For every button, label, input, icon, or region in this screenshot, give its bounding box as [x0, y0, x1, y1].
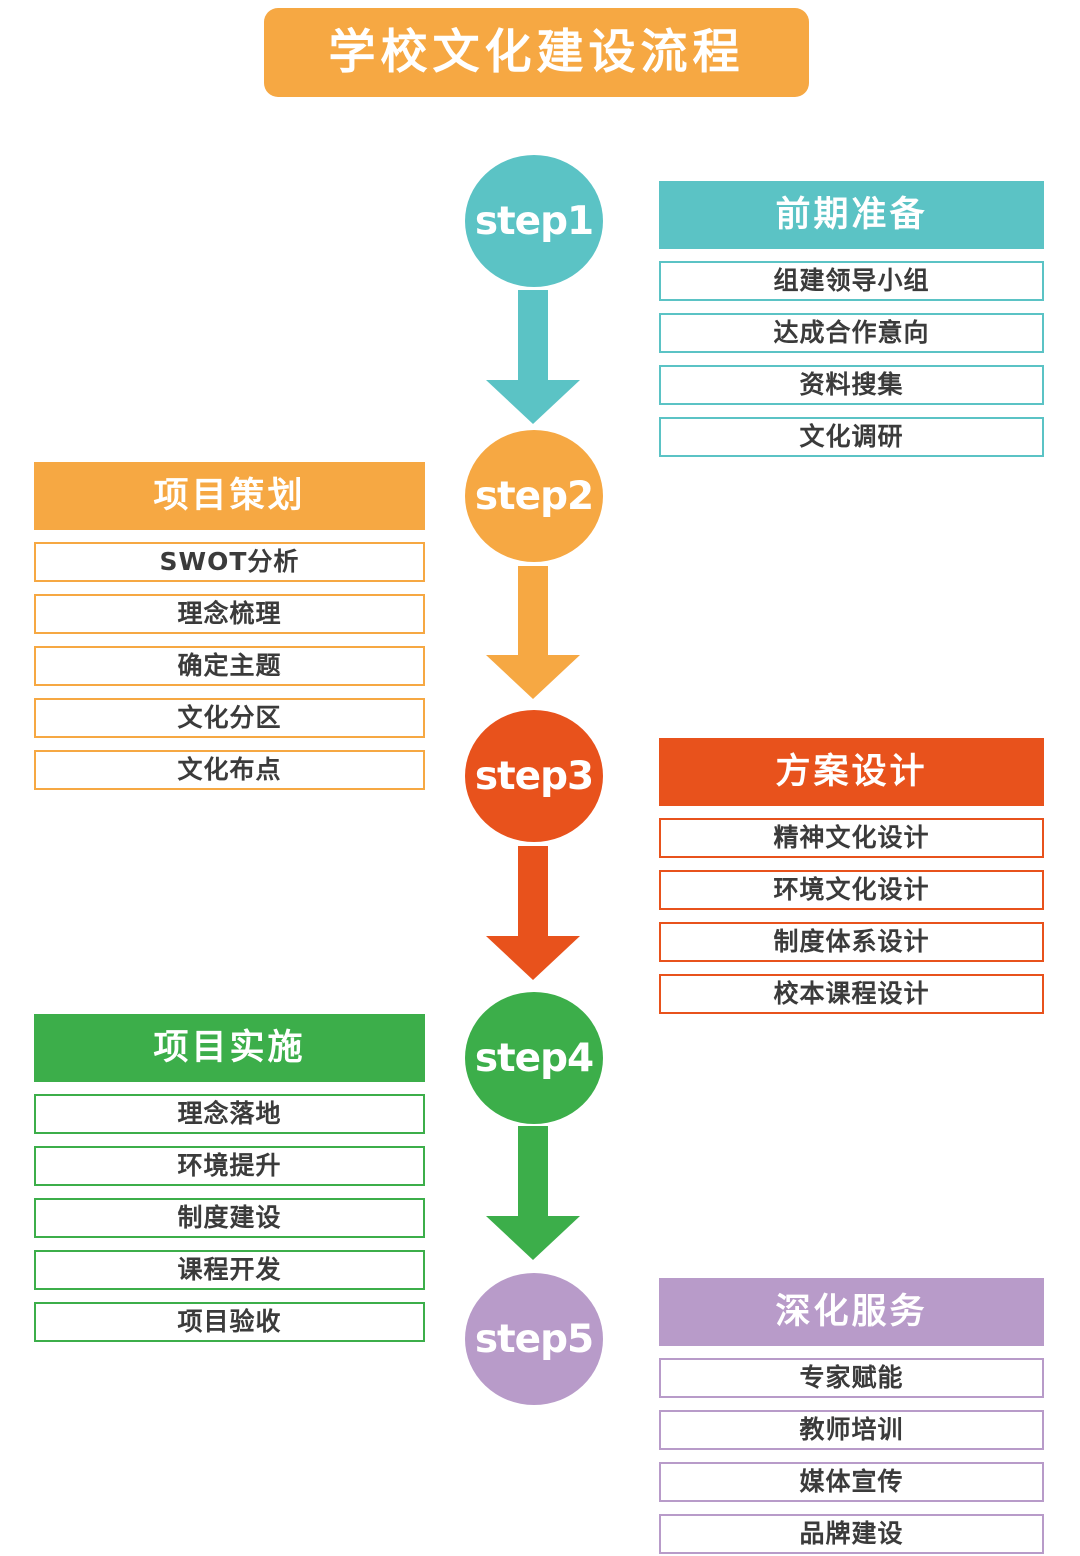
step4-circle: step4 [465, 992, 603, 1124]
step3-circle: step3 [465, 710, 603, 842]
panel-deepening-service: 深化服务 专家赋能 教师培训 媒体宣传 品牌建设 [659, 1278, 1044, 1554]
panel-item: 制度建设 [34, 1198, 425, 1238]
panel-item: 环境文化设计 [659, 870, 1044, 910]
step2-circle: step2 [465, 430, 603, 562]
step1-circle: step1 [465, 155, 603, 287]
panel-preparation: 前期准备 组建领导小组 达成合作意向 资料搜集 文化调研 [659, 181, 1044, 457]
panel-item: 文化调研 [659, 417, 1044, 457]
panel-item: 媒体宣传 [659, 1462, 1044, 1502]
panel-item: 精神文化设计 [659, 818, 1044, 858]
panel-preparation-header: 前期准备 [659, 181, 1044, 249]
step5-circle: step5 [465, 1273, 603, 1405]
step2-label: step2 [474, 473, 594, 519]
panel-item: 达成合作意向 [659, 313, 1044, 353]
arrow-head [486, 380, 580, 424]
panel-design: 方案设计 精神文化设计 环境文化设计 制度体系设计 校本课程设计 [659, 738, 1044, 1014]
panel-item: 文化布点 [34, 750, 425, 790]
step3-label: step3 [474, 753, 594, 799]
arrow-head [486, 655, 580, 699]
panel-item: 项目验收 [34, 1302, 425, 1342]
arrow-head [486, 936, 580, 980]
panel-item: 资料搜集 [659, 365, 1044, 405]
arrow-shaft [518, 846, 548, 937]
step5-label: step5 [474, 1316, 594, 1362]
panel-item: 专家赋能 [659, 1358, 1044, 1398]
panel-implementation: 项目实施 理念落地 环境提升 制度建设 课程开发 项目验收 [34, 1014, 425, 1342]
panel-item: 教师培训 [659, 1410, 1044, 1450]
panel-planning-header: 项目策划 [34, 462, 425, 530]
panel-item: SWOT分析 [34, 542, 425, 582]
arrow-shaft [518, 566, 548, 656]
panel-item: 校本课程设计 [659, 974, 1044, 1014]
panel-implementation-header: 项目实施 [34, 1014, 425, 1082]
panel-item: 文化分区 [34, 698, 425, 738]
step1-label: step1 [474, 198, 594, 244]
panel-design-header: 方案设计 [659, 738, 1044, 806]
panel-item: 制度体系设计 [659, 922, 1044, 962]
panel-item: 确定主题 [34, 646, 425, 686]
panel-item: 理念落地 [34, 1094, 425, 1134]
panel-item: 组建领导小组 [659, 261, 1044, 301]
step4-label: step4 [474, 1035, 594, 1081]
panel-item: 环境提升 [34, 1146, 425, 1186]
panel-item: 课程开发 [34, 1250, 425, 1290]
arrow-shaft [518, 1126, 548, 1217]
panel-planning: 项目策划 SWOT分析 理念梳理 确定主题 文化分区 文化布点 [34, 462, 425, 790]
arrow-head [486, 1216, 580, 1260]
page-title: 学校文化建设流程 [264, 8, 809, 97]
panel-deepening-service-header: 深化服务 [659, 1278, 1044, 1346]
panel-item: 品牌建设 [659, 1514, 1044, 1554]
arrow-shaft [518, 290, 548, 381]
panel-item: 理念梳理 [34, 594, 425, 634]
